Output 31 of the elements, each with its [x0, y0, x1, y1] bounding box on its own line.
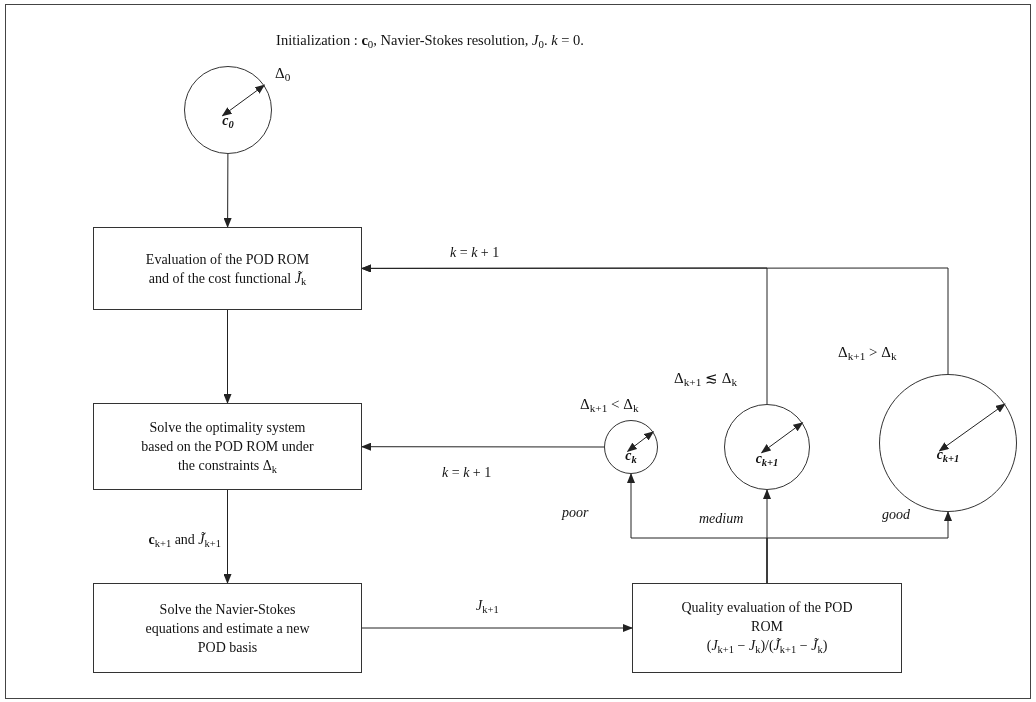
node-text: Evaluation of the POD ROM and of the cost functional J̃$_{k}$ — [144, 250, 311, 288]
edge-label: J$_{k+1}$ — [474, 598, 501, 613]
arrow — [223, 489, 232, 584]
node-text: Solve the optimality system based on the POD ROM under the constraints Δ$_{k}$ — [140, 419, 315, 475]
arrow — [361, 264, 949, 375]
node-label: c$_{0}$ — [222, 114, 234, 128]
node-text: Quality evaluation of the POD ROM — [680, 599, 854, 636]
edge-label: medium — [697, 511, 746, 526]
node-text: (J$_{k+1}$ − J$_{k}$)/(J̃$_{k+1}$ − J̃$_{k}$) — [705, 637, 829, 655]
process-box — [93, 403, 362, 490]
process-box — [93, 227, 362, 310]
arrow — [223, 309, 232, 404]
node-label: c$_{k+1}$ — [755, 452, 779, 466]
node-label: c$_{k+1}$ — [936, 448, 960, 462]
condition-label: Δ$_{k+1}$ < Δ$_{k}$ — [580, 396, 639, 412]
edge-label: k = k + 1 — [448, 245, 502, 260]
arrow — [766, 511, 952, 584]
arrow — [223, 153, 232, 228]
title: Initialization : c$_{0}$, Navier-Stokes resolution, J$_{0}$. k = 0. — [276, 32, 584, 48]
condition-label: Δ$_{k+1}$ ≲ Δ$_{k}$ — [674, 370, 738, 386]
arrow — [361, 442, 605, 451]
edge-label: good — [880, 507, 912, 522]
edge-label: c$_{k+1}$ and J̃$_{k+1}$ — [146, 532, 223, 547]
condition-label: Δ$_{k+1}$ > Δ$_{k}$ — [838, 344, 897, 360]
process-box — [632, 583, 902, 673]
edge-label: k = k + 1 — [440, 465, 494, 480]
node-text: Solve the Navier-Stokes equations and estimate a new POD basis — [144, 600, 311, 657]
arrow — [361, 624, 633, 632]
node-label: c$_{k}$ — [625, 449, 637, 463]
condition-label: Δ$_{0}$ — [275, 65, 291, 81]
process-box — [93, 583, 362, 673]
